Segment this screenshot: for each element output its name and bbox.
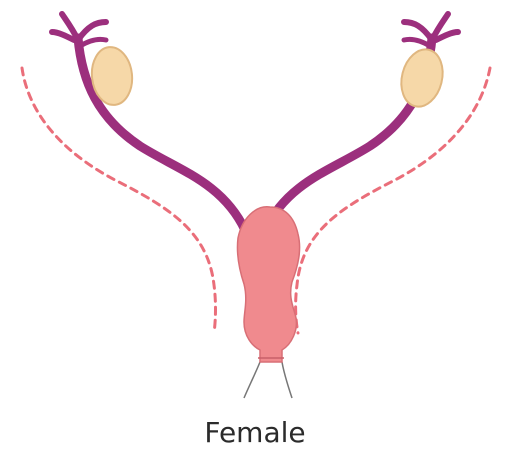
right-ovary	[396, 45, 449, 111]
left-fimbria-inner	[80, 39, 106, 46]
diagram-caption: Female	[0, 416, 510, 450]
left-fimbria-lower	[52, 32, 74, 40]
right-fimbria-lower	[436, 32, 458, 40]
vagina-outline	[244, 362, 292, 398]
uterus	[237, 207, 299, 362]
left-dashed-outline	[22, 68, 216, 333]
right-dashed-outline	[296, 68, 490, 333]
right-fimbria-inner	[404, 39, 430, 46]
